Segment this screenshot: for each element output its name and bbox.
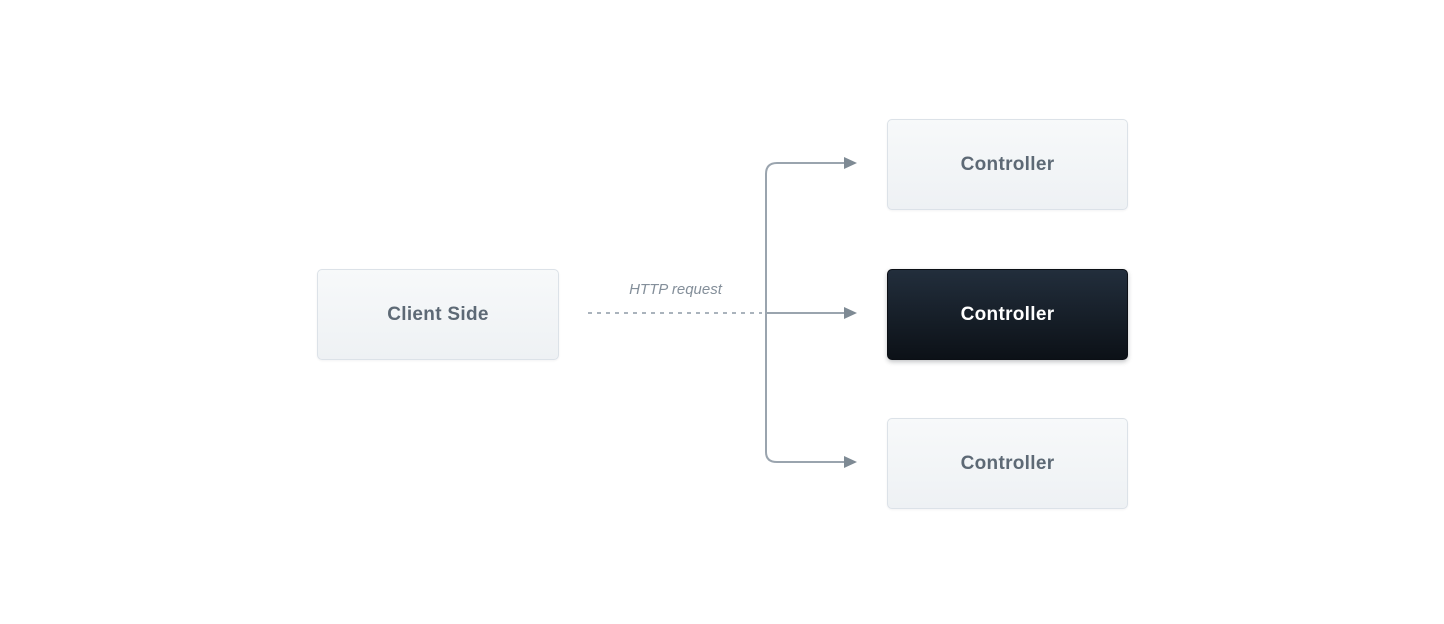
branch-line-bottom <box>765 313 844 463</box>
http-request-label: HTTP request <box>629 281 722 298</box>
branch-line-top <box>765 162 844 313</box>
arrowhead-top-icon <box>844 157 857 169</box>
controller-node-bottom-label: Controller <box>960 452 1055 474</box>
controller-node-middle-label: Controller <box>960 303 1055 325</box>
client-side-node-label: Client Side <box>387 303 489 325</box>
controller-node-top: Controller <box>887 119 1128 210</box>
arrowhead-middle-icon <box>844 307 857 319</box>
client-side-node: Client Side <box>317 269 559 360</box>
arrowhead-bottom-icon <box>844 456 857 468</box>
controller-node-bottom: Controller <box>887 418 1128 509</box>
controller-node-middle: Controller <box>887 269 1128 360</box>
controller-node-top-label: Controller <box>960 153 1055 175</box>
